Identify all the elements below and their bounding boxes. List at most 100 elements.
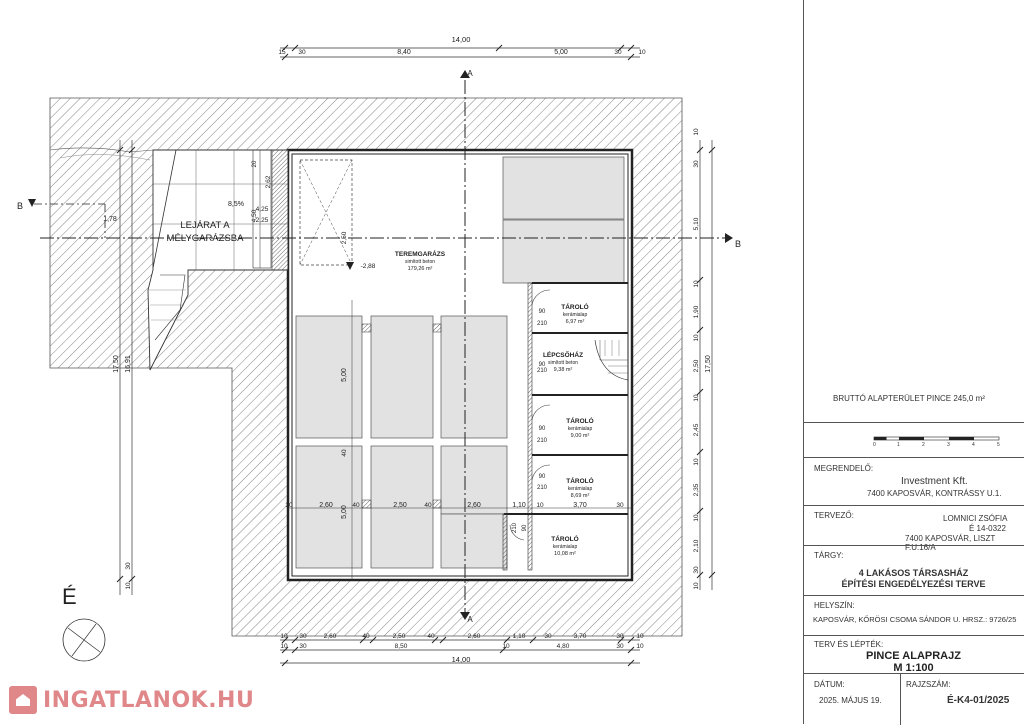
- room-stair-name: LÉPCSŐHÁZ: [543, 350, 583, 359]
- door5-h: 90: [522, 524, 528, 531]
- scale-tick-0: 0: [873, 442, 876, 448]
- date-cell: DÁTUM: 2025. MÁJUS 19. RAJZSZÁM: É-K4-01…: [803, 673, 1024, 725]
- designer-name: LOMNICI ZSÓFIA: [943, 514, 1008, 523]
- dim-ramp-2: 20: [252, 160, 258, 167]
- watermark-logo-icon: [9, 686, 37, 714]
- date-label: DÁTUM:: [814, 680, 845, 689]
- dim-int-8: 1,10: [512, 502, 526, 509]
- room-storage3-name: TÁROLÓ: [566, 476, 593, 485]
- plan-cell: TERV ÉS LÉPTÉK: PINCE ALAPRAJZ M 1:100: [803, 635, 1024, 674]
- dim-bot1-4: 2,50: [393, 633, 406, 640]
- room-storage2-name: TÁROLÓ: [566, 416, 593, 425]
- room-stair-floor: simított beton: [548, 360, 578, 366]
- dim-right-6: 2,50: [693, 359, 700, 372]
- drawing-no-label: RAJZSZÁM:: [906, 680, 951, 689]
- dim-int-0: 5,00: [341, 368, 348, 382]
- plan-line2: M 1:100: [893, 662, 934, 674]
- north-arrow-icon: [62, 618, 106, 662]
- dim-bot1-6: 2,60: [468, 633, 481, 640]
- ramp-length: 1,78: [103, 216, 117, 223]
- dim-int-13: 2,50: [341, 231, 348, 244]
- subject-line1: 4 LAKÁSOS TÁRSASHÁZ: [858, 568, 969, 578]
- room-storage1-area: 6,97 m²: [566, 319, 585, 325]
- dim-left-small-0: 10: [125, 582, 132, 590]
- dim-int-1: 40: [341, 449, 348, 457]
- room-storage2-floor: kerámialap: [568, 426, 593, 432]
- dim-int-2: 5,00: [341, 505, 348, 519]
- designer-label: TERVEZŐ:: [814, 511, 854, 520]
- client-cell: MEGRENDELŐ: Investment Kft. 7400 KAPOSVÁ…: [803, 457, 1024, 505]
- dim-int-7: 2,60: [467, 502, 481, 509]
- dim-right-3: 10: [693, 280, 700, 288]
- scale-tick-5: 5: [997, 442, 1000, 448]
- dim-right-12: 2,10: [693, 539, 700, 552]
- dim-top-1: 30: [298, 49, 306, 56]
- room-garage-floor: simított beton: [405, 259, 435, 265]
- dim-int-4: 40: [352, 502, 360, 509]
- dim-bot1-8: 30: [544, 633, 552, 640]
- dim-right-5: 10: [693, 334, 700, 342]
- room-storage2-area: 9,00 m²: [571, 433, 590, 439]
- door3-h: 210: [537, 485, 548, 491]
- subject-line2: ÉPÍTÉSI ENGEDÉLYEZÉSI TERVE: [841, 579, 986, 589]
- dim-bot1-0: 10: [280, 633, 288, 640]
- door2-w: 90: [539, 426, 546, 432]
- dim-ramp-4: 2,25: [256, 217, 269, 224]
- dim-top-5: 10: [638, 49, 646, 56]
- scale-bar: [873, 436, 1000, 441]
- door1-h: 210: [537, 321, 548, 327]
- client-name: Investment Kft.: [901, 476, 968, 487]
- door4-w: 90: [539, 362, 546, 368]
- location-value: KAPOSVÁR, KŐRÖSI CSOMA SÁNDOR U. HRSZ.: …: [813, 615, 1017, 624]
- dim-bot2-1: 30: [299, 643, 307, 650]
- door3-w: 90: [539, 474, 546, 480]
- room-storage4-area: 10,08 m²: [554, 551, 576, 557]
- dim-bot1-3: 40: [362, 633, 370, 640]
- dim-int-3: 2,60: [319, 502, 333, 509]
- room-storage3-floor: kerámialap: [568, 486, 593, 492]
- room-stair-area: 9,38 m²: [554, 367, 573, 373]
- ramp-label-2: MÉLYGARÁZSBA: [167, 233, 245, 244]
- room-storage4-name: TÁROLÓ: [551, 534, 578, 543]
- dim-right-0: 10: [693, 128, 700, 136]
- dim-ramp-1: 4,50: [251, 209, 258, 222]
- dim-right-10: 2,35: [693, 483, 700, 496]
- section-a-top: A: [467, 69, 473, 78]
- plan-line1: PINCE ALAPRAJZ: [866, 650, 961, 662]
- dim-top-3: 5,00: [554, 49, 568, 56]
- scale-bar-cell: 0 1 2 3 4 5: [803, 422, 1024, 457]
- dim-right-9: 10: [693, 458, 700, 466]
- dim-bot1-9: 3,70: [574, 633, 587, 640]
- dim-bot1-11: 10: [636, 633, 644, 640]
- dim-bot2-6: 10: [636, 643, 644, 650]
- date-value: 2025. MÁJUS 19.: [819, 696, 882, 705]
- door2-h: 210: [537, 438, 548, 444]
- dim-bot1-5: 40: [427, 633, 435, 640]
- section-a-bottom: A: [467, 615, 473, 624]
- designer-address: 7400 KAPOSVÁR, LISZT F.U.16/A: [905, 534, 996, 552]
- location-cell: HELYSZÍN: KAPOSVÁR, KŐRÖSI CSOMA SÁNDOR …: [803, 595, 1024, 635]
- drawing-no-value: É-K4-01/2025: [947, 695, 1010, 706]
- dim-bot2-4: 4,80: [557, 643, 570, 650]
- dim-right-4: 1,90: [693, 305, 700, 318]
- scale-tick-2: 2: [922, 442, 925, 448]
- dim-right-1: 30: [693, 160, 700, 168]
- dim-right-14: 10: [693, 582, 700, 590]
- title-block: BRUTTÓ ALAPTERÜLET PINCE 245,0 m² 0 1 2 …: [803, 0, 1024, 725]
- dim-top-4: 30: [614, 49, 622, 56]
- dim-int-9: 10: [536, 502, 544, 509]
- dim-right-total: 17,50: [705, 355, 712, 373]
- dim-ramp-3: 4,25: [256, 206, 269, 213]
- room-storage4-floor: kerámialap: [553, 544, 578, 550]
- floor-plan: 14,00 15 30 8,40 5,00 30 10 10 30 2,60 4…: [17, 35, 741, 667]
- scale-tick-3: 3: [947, 442, 950, 448]
- scale-tick-4: 4: [972, 442, 975, 448]
- watermark: INGATLANOK.HU: [9, 684, 254, 716]
- plan-label: TERV ÉS LÉPTÉK:: [814, 640, 884, 649]
- watermark-text: INGATLANOK.HU: [43, 687, 255, 713]
- dim-right-13: 30: [693, 566, 700, 574]
- dim-bot2-5: 30: [616, 643, 624, 650]
- ramp-slope: 8,5%: [228, 201, 244, 208]
- dim-int-5: 2,50: [393, 502, 407, 509]
- dim-int-12: 30: [285, 502, 293, 509]
